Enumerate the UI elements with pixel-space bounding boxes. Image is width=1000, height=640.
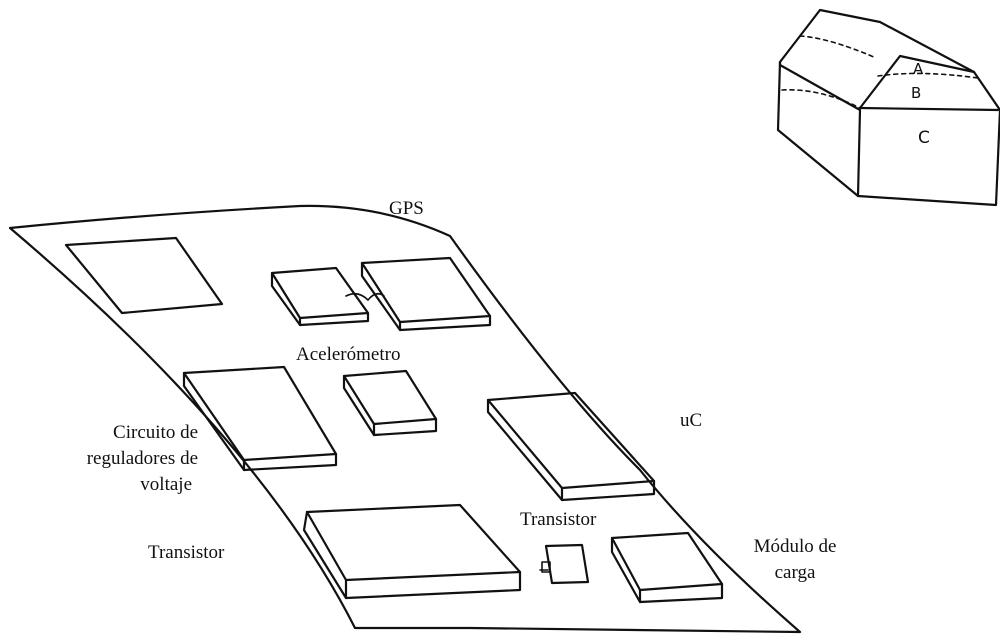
charge-module-label: Módulo de carga: [740, 534, 850, 586]
accelerometer-label: Acelerómetro: [296, 342, 400, 368]
uc-label: uC: [680, 408, 702, 434]
layer-b-label: B: [911, 84, 921, 102]
transistor-right-label: Transistor: [520, 507, 596, 533]
charge-module-line-1: Módulo de: [740, 534, 850, 560]
flat-pad: [66, 238, 222, 313]
voltage-regulators-label: Circuito de reguladores de voltaje: [58, 420, 198, 498]
transistor-small: [540, 545, 588, 583]
transistor-left-label: Transistor: [148, 540, 224, 566]
enclosure-sketch: [778, 10, 1000, 205]
accelerometer-chip: [344, 371, 436, 435]
voltage-regulators-line-1: Circuito de: [58, 420, 198, 446]
microcontroller-chip: [488, 393, 654, 500]
voltage-regulators-line-3: voltaje: [58, 472, 198, 498]
large-bottom-block: [304, 505, 520, 598]
voltage-regulators-line-2: reguladores de: [58, 446, 198, 472]
chip-small-gps: [272, 268, 368, 325]
layer-a-label: A: [913, 60, 923, 78]
voltage-regulator-block: [184, 367, 336, 470]
layer-c-label: C: [918, 128, 930, 148]
gps-label: GPS: [389, 196, 424, 222]
charge-module-line-2: carga: [740, 560, 850, 586]
